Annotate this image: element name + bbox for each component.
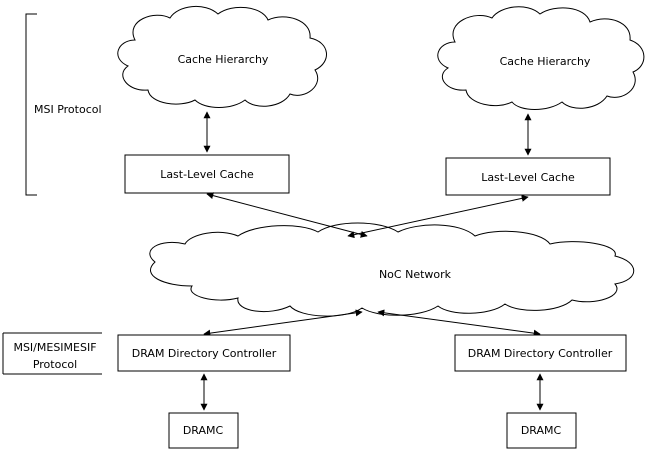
cache-hierarchy-cloud-left [117,6,327,108]
dram-directory-label-right: DRAM Directory Controller [468,347,613,360]
arrow-noc-dir-right [377,309,541,337]
dram-directory-label-left: DRAM Directory Controller [132,347,277,360]
cache-hierarchy-label-right: Cache Hierarchy [500,55,591,68]
noc-network-label: NoC Network [379,268,452,281]
llc-box-right [445,157,611,196]
mesif-protocol-label-line1: MSI/MESIMESIF [13,341,96,354]
arrow-llc-noc-left [206,192,368,238]
arrow-noc-dir-left [203,309,363,337]
llc-label-left: Last-Level Cache [160,168,254,181]
msi-protocol-bracket [25,13,37,196]
arrow-llc-noc-right [347,194,529,239]
dramc-box-left [168,412,239,449]
dramc-label-left: DRAMC [183,424,224,437]
llc-label-right: Last-Level Cache [481,171,575,184]
mesif-protocol-bracket [2,332,102,375]
dram-directory-box-right [454,334,627,372]
dram-directory-box-left [117,334,291,372]
cache-hierarchy-label-left: Cache Hierarchy [178,53,269,66]
cache-hierarchy-cloud-right [437,6,645,110]
mesif-protocol-label-line2: Protocol [33,358,77,371]
dramc-label-right: DRAMC [521,424,562,437]
dramc-box-right [506,412,577,449]
msi-protocol-label: MSI Protocol [34,103,102,116]
